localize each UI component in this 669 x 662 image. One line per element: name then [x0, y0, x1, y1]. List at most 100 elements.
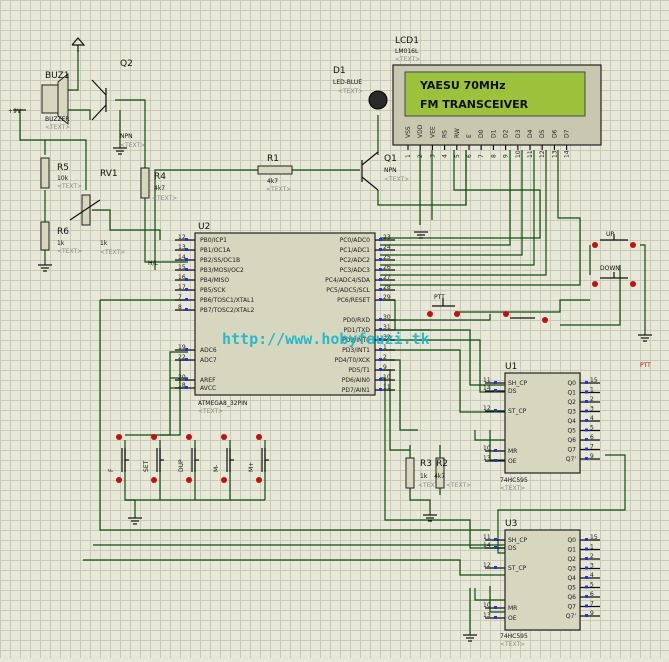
u2-pin-number: 15 [178, 264, 186, 271]
sr-pin-number: 2 [590, 553, 594, 560]
lcd-pin-number: 2 [417, 154, 424, 158]
u2-pin-label: PD7/AIN1 [342, 387, 370, 394]
sr-pin-label: ST_CP [508, 565, 527, 572]
ptt-switch-label: PTT [434, 294, 445, 301]
lcd-pin-label: VEE [429, 126, 436, 138]
r6-resistor: R6 1k <TEXT> [40, 221, 82, 255]
u2-pin-label: PD2/INT0 [342, 337, 370, 344]
sr-pin-label: Q5 [567, 428, 576, 435]
lcd-pin-number: 4 [442, 154, 449, 158]
lcd-pin-number: 6 [466, 154, 473, 158]
push-button-f[interactable]: F [108, 434, 129, 483]
lcd-pin-label: D3 [515, 129, 522, 138]
u2-pin-number: 24 [383, 244, 391, 251]
ptt-toggle[interactable] [503, 311, 548, 323]
lcd-pin-number: 5 [454, 154, 461, 158]
lcd-pin-label: D1 [490, 129, 497, 138]
sr-pin-number: 10 [483, 445, 491, 452]
sr-pin-label: Q2 [567, 399, 576, 406]
rv1-val: 1k [100, 240, 108, 247]
lcd-pin-label: D7 [564, 129, 571, 138]
lcd-part: LM016L [395, 48, 419, 55]
sr-pin-number: 14 [483, 542, 491, 549]
buzzer-ref: BUZ1 [45, 71, 70, 81]
lcd-module: YAESU 70MHz FM TRANSCEIVER LCD1 LM016L <… [392, 36, 602, 158]
u2-pin-number: 11 [383, 384, 391, 391]
q1-ref: Q1 [384, 154, 397, 164]
push-button-label: F [108, 468, 115, 472]
u2-pin-label: PC3/ADC3 [340, 267, 371, 274]
u2-pin-number: 28 [383, 284, 391, 291]
sr-pin-label: Q3 [567, 409, 576, 416]
push-button-m-[interactable]: M- [213, 434, 234, 483]
u2-text-placeholder: <TEXT> [198, 408, 223, 415]
sr-pin-label: Q5 [567, 585, 576, 592]
u2-pin-number: 27 [383, 274, 391, 281]
u2-pin-number: 32 [383, 334, 391, 341]
ground-symbols [38, 147, 652, 642]
lcd-pin-label: D2 [503, 129, 510, 138]
sr-pin-number: 15 [590, 377, 598, 384]
u2-pin-number: 26 [383, 264, 391, 271]
sr-pin-label: MR [508, 448, 517, 455]
q1-transistor: Q1 NPN <TEXT> [361, 151, 409, 191]
sr-pin-number: 7 [590, 444, 594, 451]
sr-pin-label: Q0 [567, 537, 576, 544]
u1-text-placeholder: <TEXT> [500, 485, 525, 492]
push-button-set[interactable]: SET [143, 434, 164, 483]
sr-pin-number: 13 [483, 612, 491, 619]
lcd-pin-label: E [466, 134, 473, 138]
push-button-label: M+ [248, 462, 255, 472]
sr-pin-number: 13 [483, 455, 491, 462]
sr-pin-label: Q7 [567, 604, 576, 611]
ground-icon [113, 147, 127, 155]
u1-part: 74HC595 [500, 477, 528, 484]
sr-pin-label: OE [508, 458, 517, 465]
r5-ref: R5 [57, 163, 69, 173]
hl-label: H/L [148, 260, 159, 267]
u2-pin-label: PB2/SS/OC1B [200, 257, 240, 264]
sr-pin-label: Q7 [567, 447, 576, 454]
supply-label: +9V [8, 108, 22, 115]
down-button[interactable]: DOWN [592, 265, 636, 287]
lcd-pin-number: 10 [515, 150, 522, 158]
sr-pin-number: 6 [590, 434, 594, 441]
sr-pin-number: 11 [483, 377, 491, 384]
sr-pin-number: 7 [590, 601, 594, 608]
u2-pin-number: 2 [383, 354, 387, 361]
q2-text-placeholder: <TEXT> [120, 142, 145, 149]
sr-pin-label: DS [508, 545, 517, 552]
sr-pin-label: Q0 [567, 380, 576, 387]
r1-ref: R1 [267, 154, 279, 164]
ptt-switch[interactable]: PTT [427, 294, 460, 317]
sr-pin-label: Q4 [567, 418, 576, 425]
u2-pin-label: PB3/MOSI/OC2 [200, 267, 244, 274]
u2-pin-label: AVCC [200, 385, 216, 392]
u3-text-placeholder: <TEXT> [500, 641, 525, 648]
sr-pin-label: Q4 [567, 575, 576, 582]
sr-pin-number: 4 [590, 415, 594, 422]
u2-pin-number: 9 [383, 364, 387, 371]
u2-pin-number: 13 [178, 244, 186, 251]
up-button[interactable]: UP [592, 231, 636, 248]
push-button-label: DUP [178, 459, 185, 472]
u2-pin-number: 25 [383, 254, 391, 261]
r3-ref: R3 [420, 459, 432, 469]
u2-pin-number: 8 [178, 304, 182, 311]
u2-pin-label: PB5/SCK [200, 287, 227, 294]
sr-pin-number: 1 [590, 387, 594, 394]
push-button-dup[interactable]: DUP [178, 434, 199, 483]
u2-pin-label: PB1/OC1A [200, 247, 231, 254]
sr-pin-number: 9 [590, 453, 594, 460]
u2-pin-number: 20 [178, 374, 186, 381]
push-button-m+[interactable]: M+ [248, 434, 269, 483]
u1-ref: U1 [505, 362, 517, 372]
r2-text-placeholder: <TEXT> [446, 482, 471, 489]
sr-pin-label: OE [508, 615, 517, 622]
push-button-label: M- [213, 465, 220, 472]
